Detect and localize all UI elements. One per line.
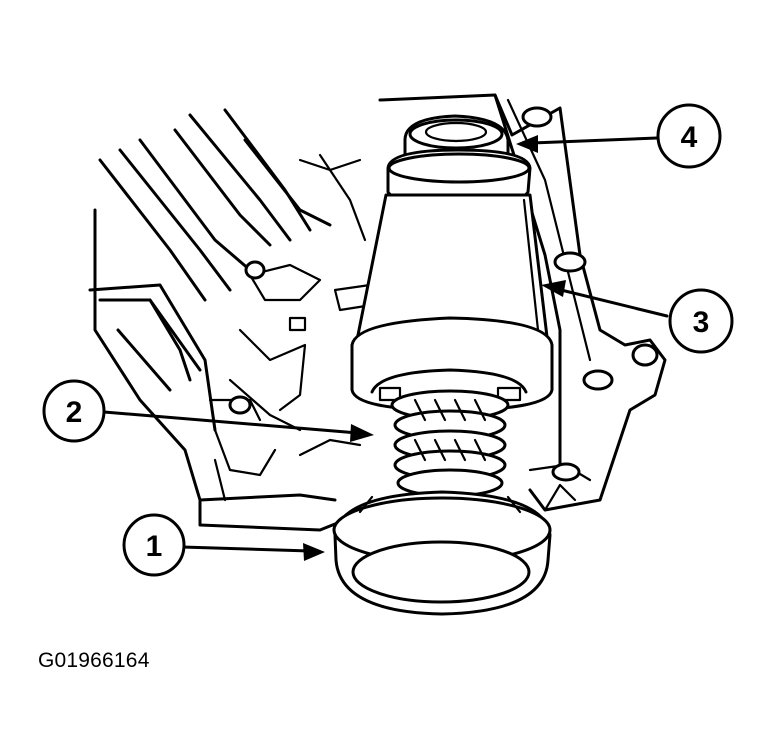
arrowhead-1 [303, 543, 325, 561]
callout-label-1: 1 [146, 530, 163, 563]
leader-lines [102, 135, 669, 561]
callout-label-3: 3 [693, 306, 710, 339]
arrowhead-2 [350, 424, 374, 442]
return-spring [390, 389, 510, 498]
callout-label-2: 2 [66, 396, 83, 429]
arrowhead-4 [516, 135, 538, 153]
arrowhead-3 [541, 280, 566, 297]
callout-3: 3 [668, 288, 734, 354]
callout-label-4: 4 [681, 121, 698, 154]
callout-1: 1 [122, 513, 186, 577]
bolt-holes [228, 106, 659, 482]
case-housing [88, 93, 667, 532]
callout-2: 2 [42, 379, 106, 443]
bottom-seal-ring [332, 490, 552, 616]
callout-4: 4 [656, 103, 722, 169]
figure-id: G01966164 [38, 649, 150, 672]
